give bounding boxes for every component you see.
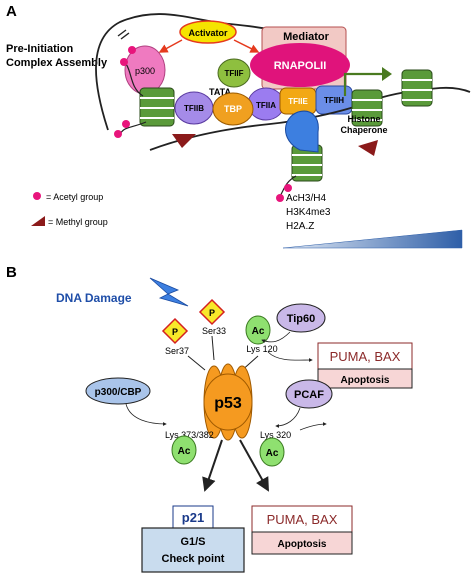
dna-damage-label: DNA Damage	[56, 291, 132, 305]
acetyl-marks-left	[114, 46, 147, 138]
mark-h3k4me3: H3K4me3	[286, 207, 331, 218]
tfiib-label: TFIIB	[184, 104, 204, 113]
activator-arrow-right	[233, 39, 260, 53]
preinit-title-line2: Complex Assembly	[6, 57, 108, 69]
ac-lys120-label: Ac	[252, 326, 265, 337]
legend-methyl-icon	[31, 216, 45, 226]
panel-a: A Pre-Initiation Complex Assembly Activa…	[6, 3, 471, 249]
tbp	[212, 92, 254, 126]
activator	[179, 20, 237, 44]
mediator-label: Mediator	[283, 31, 330, 43]
tfiia-label: TFIIA	[256, 101, 276, 110]
ac-lys320-label: Ac	[266, 448, 279, 459]
puma-bax-bottom-label: PUMA, BAX	[267, 512, 338, 527]
methyl-mark-right	[358, 140, 378, 156]
apoptosis-box-bottom	[251, 531, 353, 555]
p53-label: p53	[214, 395, 242, 412]
puma-bax-top-label: PUMA, BAX	[330, 349, 401, 364]
puma-bax-box-top	[317, 342, 413, 370]
legend-methyl-label: = Methyl group	[48, 217, 108, 227]
puma-bax-box-bottom	[251, 505, 353, 533]
lys320-label: Lys 320	[260, 430, 291, 440]
tbp-label: TBP	[224, 104, 242, 114]
p300-a-label: p300	[135, 66, 155, 76]
phospho-ser37: P	[161, 317, 189, 345]
nucleosome-right	[401, 69, 433, 107]
histone-chaperone	[285, 110, 319, 153]
preinit-title-line1: Pre-Initiation	[6, 43, 74, 55]
transcription-start-arrow	[343, 72, 384, 96]
ac-lys320	[259, 437, 285, 467]
rnapol-ii	[250, 43, 350, 87]
rnapol-label: RNAPOLII	[274, 60, 327, 72]
nucleosome-lower	[291, 144, 323, 182]
tfiif-label: TFIIF	[224, 69, 243, 78]
nucleosome-left	[139, 87, 175, 127]
marks-gradient-wedge	[282, 229, 463, 249]
phospho-ser33-p: P	[209, 308, 215, 318]
phospho-ser33: P	[198, 298, 226, 326]
p300-cbp-label: p300/CBP	[95, 387, 142, 398]
acetyl-marks-lower	[276, 175, 297, 202]
methyl-mark-left	[172, 134, 196, 148]
mark-ach3h4: AcH3/H4	[286, 193, 326, 204]
apoptosis-bottom-label: Apoptosis	[278, 539, 327, 550]
activator-label: Activator	[188, 28, 228, 38]
legend-acetyl-icon	[33, 192, 41, 200]
activator-arrow-left	[158, 39, 183, 53]
arrow-to-p21	[202, 439, 223, 492]
g1s-label: G1/S	[180, 536, 205, 548]
histone-label-line1: Histone	[347, 114, 380, 124]
dna-break-mark	[117, 29, 127, 37]
lys120-label: Lys 120	[246, 344, 277, 354]
legend-acetyl-label: = Acetyl group	[46, 192, 103, 202]
ser33-label: Ser33	[202, 326, 226, 336]
pcaf	[285, 379, 333, 409]
nucleosome-mid	[351, 89, 383, 127]
tfiie-label: TFIIE	[288, 97, 308, 106]
ac-lys120	[245, 315, 271, 345]
tip60	[276, 303, 326, 333]
histone-label-line2: Chaperone	[340, 125, 387, 135]
ac-lys373-label: Ac	[178, 446, 191, 457]
p21-label: p21	[182, 510, 204, 525]
arrow-to-puma-bax	[239, 439, 269, 492]
apoptosis-box-top	[317, 368, 413, 389]
p53-tetramer	[203, 363, 253, 441]
pcaf-label: PCAF	[294, 389, 324, 401]
mark-h2az: H2A.Z	[286, 221, 314, 232]
phospho-ser37-p: P	[172, 327, 178, 337]
ser37-label: Ser37	[165, 346, 189, 356]
ac-lys373	[171, 435, 197, 465]
tata-label: TATA	[209, 87, 231, 97]
lightning-bolt-icon	[149, 277, 189, 307]
panel-b-label: B	[6, 264, 17, 281]
panel-b: B DNA Damage P Ser33 P Ser37 Ac Lys 120 …	[6, 264, 413, 573]
apoptosis-top-label: Apoptosis	[341, 375, 390, 386]
tfiif	[217, 58, 251, 88]
panel-a-label: A	[6, 3, 17, 20]
lys373-label: Lys 373/382	[165, 430, 214, 440]
p300-cbp	[85, 377, 151, 405]
tip60-label: Tip60	[287, 313, 316, 325]
checkpoint-box	[141, 527, 245, 573]
tfiih-label: TFIIH	[324, 96, 344, 105]
checkpoint-label: Check point	[162, 553, 225, 565]
